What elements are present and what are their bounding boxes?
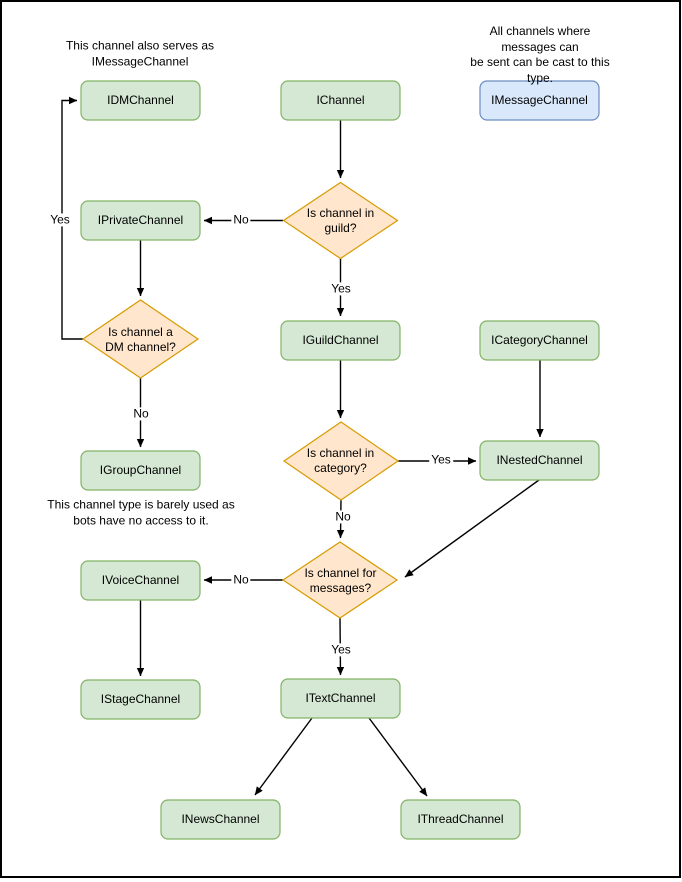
node-icategorychannel-label: ICategoryChannel xyxy=(491,333,588,347)
edge-label-category-no: No xyxy=(333,509,353,524)
node-iguildchannel-label: IGuildChannel xyxy=(302,333,379,347)
decision-is-channel-for-messages-shape xyxy=(281,541,399,619)
edge-label-guild-no: No xyxy=(231,212,251,227)
node-ithreadchannel-shape xyxy=(400,799,521,840)
note-imessagechannel: All channels where messages can be sent … xyxy=(470,23,610,85)
decision-is-channel-in-guild-shape xyxy=(282,181,399,260)
node-iprivatechannel-shape xyxy=(80,200,201,241)
note-igroupchannel: This channel type is barely used as bots… xyxy=(47,497,235,527)
node-inewschannel-shape xyxy=(160,799,281,840)
node-ithreadchannel-label: IThreadChannel xyxy=(417,812,504,826)
edge-label-guild-yes: Yes xyxy=(329,281,353,296)
node-iguildchannel-shape xyxy=(280,320,401,361)
node-istagechannel-label: IStageChannel xyxy=(100,692,181,706)
edge-inestedchannel-to-messages-decision xyxy=(404,479,540,578)
node-icategorychannel-shape xyxy=(479,320,600,361)
node-ichannel-shape xyxy=(280,80,401,121)
decision-is-channel-a-dm-label: Is channel a DM channel? xyxy=(105,324,176,354)
edge-label-messages-yes: Yes xyxy=(329,642,353,657)
diagram-decisions xyxy=(81,181,400,619)
decision-is-channel-in-guild-label: Is channel in guild? xyxy=(306,205,375,235)
node-igroupchannel-label: IGroupChannel xyxy=(99,463,182,477)
node-imessagechannel-shape xyxy=(479,80,600,121)
node-idmchannel-label: IDMChannel xyxy=(107,93,174,107)
diagram-nodes xyxy=(80,80,600,840)
node-ichannel-label: IChannel xyxy=(316,93,365,107)
node-ivoicechannel-label: IVoiceChannel xyxy=(101,573,180,587)
edge-label-category-yes: Yes xyxy=(429,452,453,467)
node-itextchannel-shape xyxy=(280,678,401,719)
edge-label-dm-yes: Yes xyxy=(48,212,72,227)
node-itextchannel-label: ITextChannel xyxy=(305,691,376,705)
edge-itextchannel-to-inewschannel xyxy=(254,717,313,796)
edge-itextchannel-to-ithreadchannel xyxy=(368,717,428,797)
edge-label-messages-no: No xyxy=(231,572,251,587)
node-idmchannel-shape xyxy=(80,80,201,121)
node-inestedchannel-label: INestedChannel xyxy=(496,453,583,467)
node-inestedchannel-shape xyxy=(479,440,600,481)
edge-label-dm-no: No xyxy=(131,406,151,421)
node-igroupchannel-shape xyxy=(80,450,201,491)
node-inewschannel-label: INewsChannel xyxy=(181,812,260,826)
node-imessagechannel-label: IMessageChannel xyxy=(491,93,588,107)
node-iprivatechannel-label: IPrivateChannel xyxy=(97,213,184,227)
node-ivoicechannel-shape xyxy=(80,560,201,601)
node-istagechannel-shape xyxy=(80,679,201,720)
decision-is-channel-in-category-shape xyxy=(282,421,400,501)
decision-is-channel-in-category-label: Is channel in category? xyxy=(306,445,375,475)
decision-is-channel-for-messages-label: Is channel for messages? xyxy=(304,565,377,595)
note-idmchannel: This channel also serves as IMessageChan… xyxy=(65,38,215,68)
decision-is-channel-a-dm-shape xyxy=(81,299,200,379)
